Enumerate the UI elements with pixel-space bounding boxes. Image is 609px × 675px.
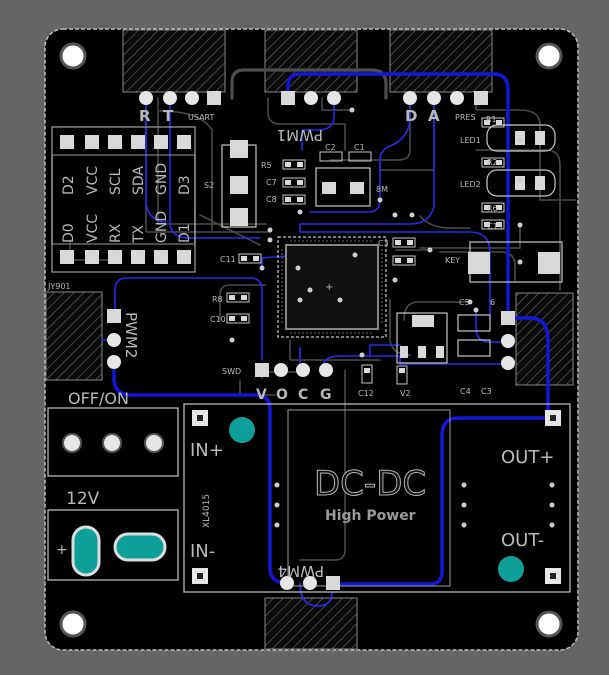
label-c11: C11 (220, 255, 236, 264)
label-dcdc: DC-DC (314, 464, 426, 504)
label-usart: USART (188, 113, 215, 122)
label-c1: C1 (354, 143, 365, 152)
header-bottom-row: D0 VCC RX TX GND D1 (61, 211, 193, 244)
header-bot-tx: TX (131, 224, 147, 244)
label-off-on: OFF/ON (68, 389, 129, 408)
label-in-minus: IN- (190, 541, 215, 562)
label-in-plus: IN+ (190, 440, 224, 461)
silkscreen-labels: R T USART PWM1 D A PRES R1 LED1 R2 LED2 … (47, 107, 554, 580)
header-top-vcc: VCC (85, 166, 101, 195)
mounting-hole-br (535, 610, 563, 638)
label-12v: 12V (66, 489, 100, 509)
label-s2: S2 (204, 181, 214, 190)
label-c10: C10 (210, 315, 226, 324)
label-out-plus: OUT+ (501, 447, 554, 468)
label-jy901: JY901 (47, 282, 71, 291)
mounting-hole-bl (59, 610, 87, 638)
through-hole-pads (62, 91, 561, 590)
label-c13: C13 (487, 222, 503, 231)
label-r6: R6 (487, 204, 498, 213)
label-led2: LED2 (460, 180, 481, 189)
board-outline (44, 28, 579, 651)
header-top-sda: SDA (131, 166, 147, 195)
label-a: A (428, 107, 440, 125)
header-bot-gnd: GND (154, 211, 170, 243)
label-barrel-plus: + (56, 542, 68, 558)
label-pwm2: PWM2 (122, 312, 140, 358)
header-bot-d1: D1 (177, 223, 193, 243)
label-swd-g: G (320, 387, 332, 403)
silkscreen (47, 117, 571, 593)
label-led1: LED1 (460, 136, 481, 145)
header-top-d3: D3 (177, 175, 193, 195)
label-c3b: C3 (378, 239, 389, 248)
header-top-gnd: GND (154, 163, 170, 195)
label-v2: V2 (400, 389, 411, 398)
top-layer-traces (101, 72, 550, 607)
label-high-power: High Power (325, 508, 416, 524)
label-swd-c: C (298, 387, 308, 403)
header-top-scl: SCL (108, 168, 124, 195)
label-r5: R5 (261, 161, 272, 170)
label-c8: C8 (266, 195, 277, 204)
label-c6: 6 (490, 298, 495, 307)
label-c7: C7 (266, 178, 277, 187)
label-c4: C4 (460, 387, 471, 396)
label-usart-r: R (139, 107, 151, 125)
label-plus-mcu: + (325, 282, 333, 293)
label-c2: C2 (325, 143, 336, 152)
connector-bodies (45, 29, 574, 650)
label-r8: R8 (212, 295, 223, 304)
label-usart-t: T (163, 107, 174, 125)
label-pwm4: PWM4 (278, 562, 324, 580)
header-top-d2: D2 (61, 175, 77, 195)
label-c3: C3 (481, 387, 492, 396)
label-r1: R1 (486, 115, 497, 124)
label-pwm1: PWM1 (277, 126, 323, 144)
header-bot-d0: D0 (61, 223, 77, 243)
mounting-hole-tr (535, 42, 563, 70)
label-pres: PRES (455, 113, 476, 122)
label-out-minus: OUT- (501, 530, 544, 551)
header-top-row: D2 VCC SCL SDA GND D3 (61, 163, 193, 195)
mounting-holes (59, 42, 563, 638)
vias (229, 107, 555, 528)
header-bot-vcc: VCC (85, 214, 101, 243)
label-swd: SWD (222, 367, 241, 376)
label-swd-v: V (256, 387, 267, 403)
mounting-hole-tl (59, 42, 87, 70)
label-8m: 8M (376, 185, 388, 194)
label-c12: C12 (358, 389, 374, 398)
label-key: KEY (445, 256, 460, 265)
label-d: D (405, 107, 417, 125)
label-xl4015: XL4015 (202, 494, 212, 528)
label-swd-o: O (276, 387, 288, 403)
mcu-chip (285, 244, 379, 330)
label-r2: R2 (487, 158, 498, 167)
header-bot-rx: RX (108, 223, 124, 243)
label-c5: C5 (459, 298, 470, 307)
